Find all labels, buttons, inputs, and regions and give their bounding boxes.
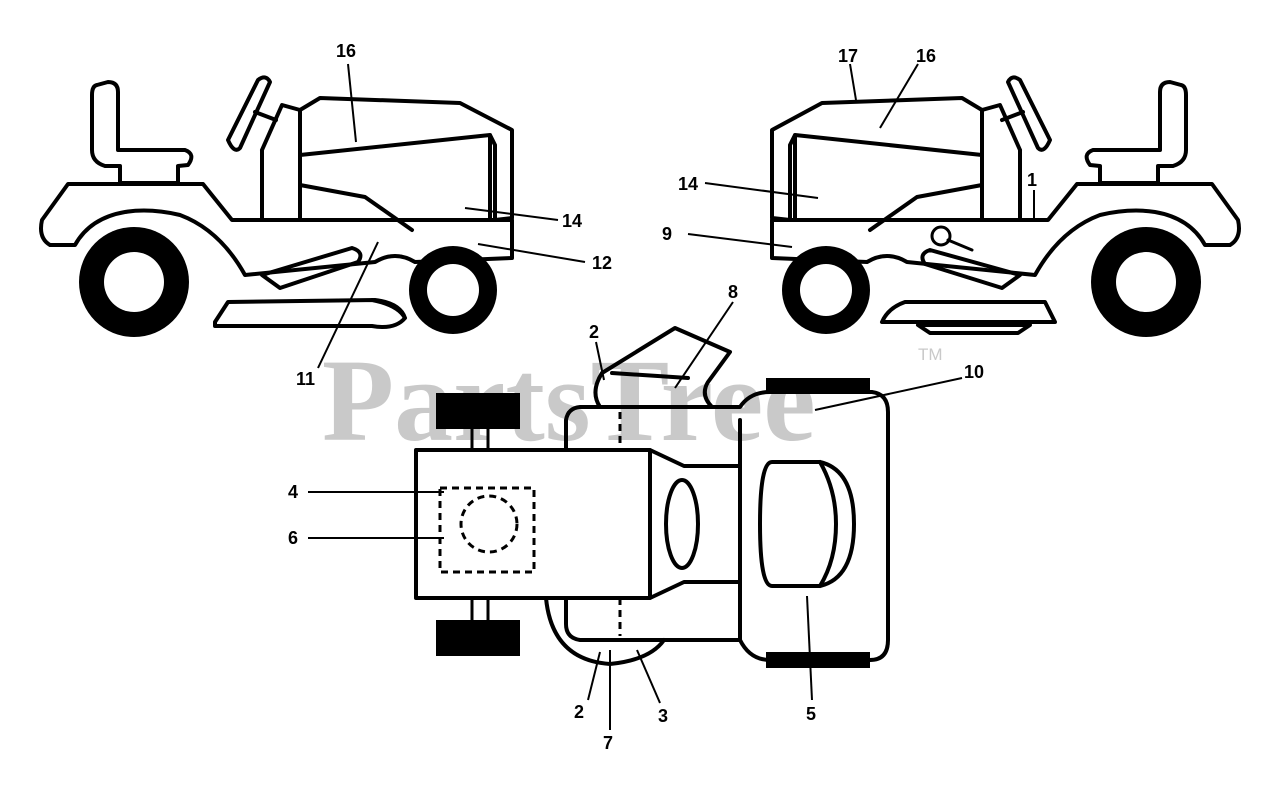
leader-16-left [347, 63, 357, 143]
callout-1-right: 1 [1027, 170, 1037, 190]
leader-2-bottom [587, 651, 601, 701]
front-wheel [409, 246, 497, 334]
hood-top [414, 448, 742, 600]
deck-arc [544, 596, 666, 666]
leader-10 [814, 377, 963, 411]
decal-area-circle [459, 494, 519, 554]
steering-wheel [226, 75, 278, 152]
callout-16-right: 16 [916, 46, 936, 66]
decal-area-square [438, 486, 536, 574]
callout-9-right: 9 [662, 224, 672, 244]
rear-wheel [79, 227, 189, 337]
callout-6: 6 [288, 528, 298, 548]
callout-7: 7 [603, 733, 613, 753]
body-outline [564, 390, 890, 662]
watermark: PartsTree TM [322, 335, 943, 466]
leader-12-left [477, 243, 586, 263]
front-wheel [782, 246, 870, 334]
watermark-trademark: TM [918, 345, 943, 364]
leader-16-right [879, 63, 919, 129]
seat [90, 80, 194, 185]
lever-knob [930, 225, 974, 252]
callout-17-right: 17 [838, 46, 858, 66]
dashboard-oval [664, 478, 700, 570]
leader-2-top [595, 341, 605, 381]
watermark-text: PartsTree [322, 335, 816, 466]
dash-column [868, 103, 1022, 232]
dash-column [260, 103, 414, 232]
tractor-right-side-view: 17 16 14 9 1 [662, 46, 1241, 337]
callout-11-left: 11 [296, 369, 315, 389]
callout-12-left: 12 [592, 253, 612, 273]
callout-4: 4 [288, 482, 298, 502]
hood [770, 96, 984, 222]
callout-8: 8 [728, 282, 738, 302]
leader-17-right [849, 63, 857, 101]
front-wheel-top-left [436, 393, 520, 429]
leader-14-right [704, 182, 819, 199]
leader-8 [674, 301, 734, 389]
front-wheel-bottom-left [436, 620, 520, 656]
leader-14-left [464, 207, 559, 221]
body-fender [39, 182, 514, 277]
leader-9-right [687, 233, 793, 248]
callout-2-top: 2 [589, 322, 599, 342]
callout-14-right: 14 [678, 174, 698, 194]
footrest [920, 248, 1022, 290]
front-axle [470, 427, 490, 622]
callout-16-left: 16 [336, 41, 356, 61]
leader-3 [636, 649, 661, 704]
steering-wheel [1000, 75, 1052, 152]
body-fender [770, 182, 1241, 277]
tractor-left-side-view: 16 14 12 11 [39, 41, 612, 389]
callout-5: 5 [806, 704, 816, 724]
mower-deck [880, 300, 1057, 335]
callout-3: 3 [658, 706, 668, 726]
seat-top [758, 460, 856, 588]
rear-wheel [1091, 227, 1201, 337]
callout-14-left: 14 [562, 211, 582, 231]
callout-2-bottom: 2 [574, 702, 584, 722]
leader-11-left [317, 241, 379, 369]
seat [1084, 80, 1188, 185]
leader-5 [806, 595, 813, 701]
mower-deck [213, 298, 407, 329]
footrest [260, 246, 363, 290]
tractor-top-view: 2 8 10 4 6 2 7 3 5 [288, 282, 984, 753]
hood [298, 96, 514, 222]
callout-10: 10 [964, 362, 984, 382]
